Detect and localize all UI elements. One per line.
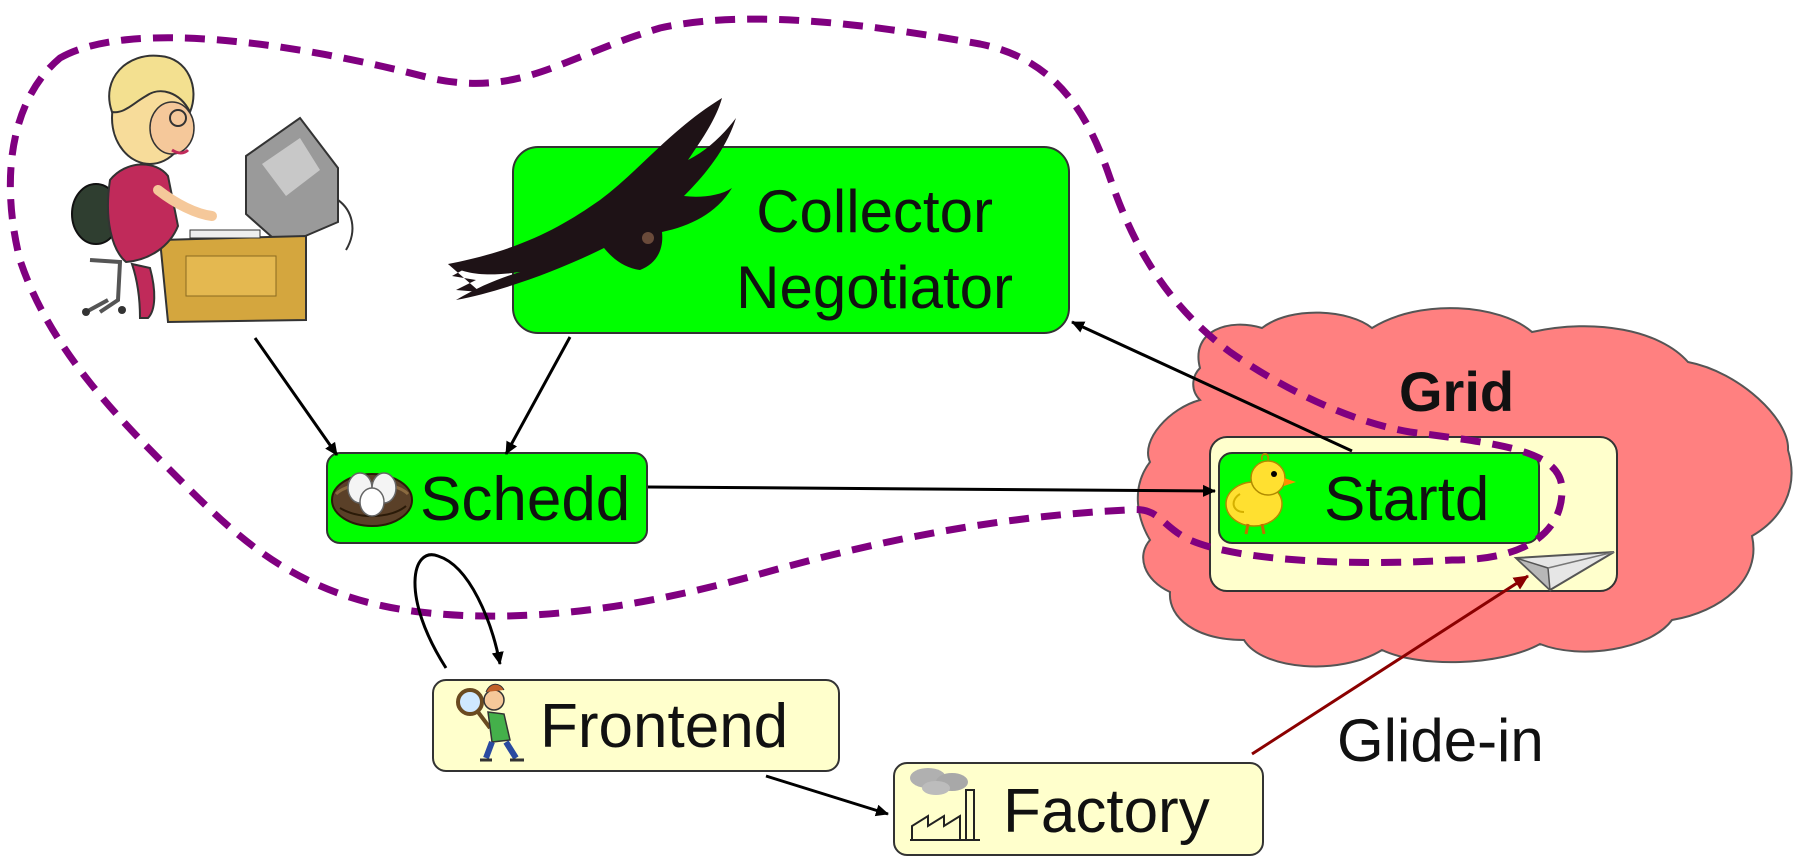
arrow-startd-to-collector [1071, 320, 1353, 453]
glidein-label: Glide-in [1337, 707, 1544, 774]
collector-negotiator-node: Collector Negotiator [512, 146, 1070, 334]
vulture-icon [448, 98, 736, 300]
grid-label: Grid [1399, 360, 1515, 423]
schedd-label: Schedd [420, 465, 631, 534]
collector-negotiator-label: Collector Negotiator [736, 174, 1013, 326]
negotiator-label: Negotiator [736, 254, 1013, 321]
paper-plane-icon [1513, 551, 1615, 592]
frontend-label: Frontend [540, 692, 789, 761]
user-at-computer-icon [71, 54, 354, 324]
arrow-user-to-schedd [253, 337, 339, 456]
schedd-node: Schedd [326, 452, 648, 544]
dashed-boundary [6, 15, 1566, 620]
factory-label: Factory [1003, 777, 1210, 846]
arrow-collector-to-schedd [504, 336, 572, 455]
arrow-frontend-to-factory [765, 774, 889, 817]
arrow-schedd-to-startd [647, 484, 1216, 497]
arrow-frontend-query-schedd [413, 553, 504, 669]
factory-icon [910, 768, 980, 841]
collector-label: Collector [756, 178, 993, 245]
detective-magnifier-icon [456, 683, 524, 762]
arrow-factory-to-glidein [1251, 574, 1529, 756]
startd-label: Startd [1324, 465, 1490, 534]
nest-eggs-icon [331, 472, 413, 527]
chick-icon [1225, 453, 1296, 535]
